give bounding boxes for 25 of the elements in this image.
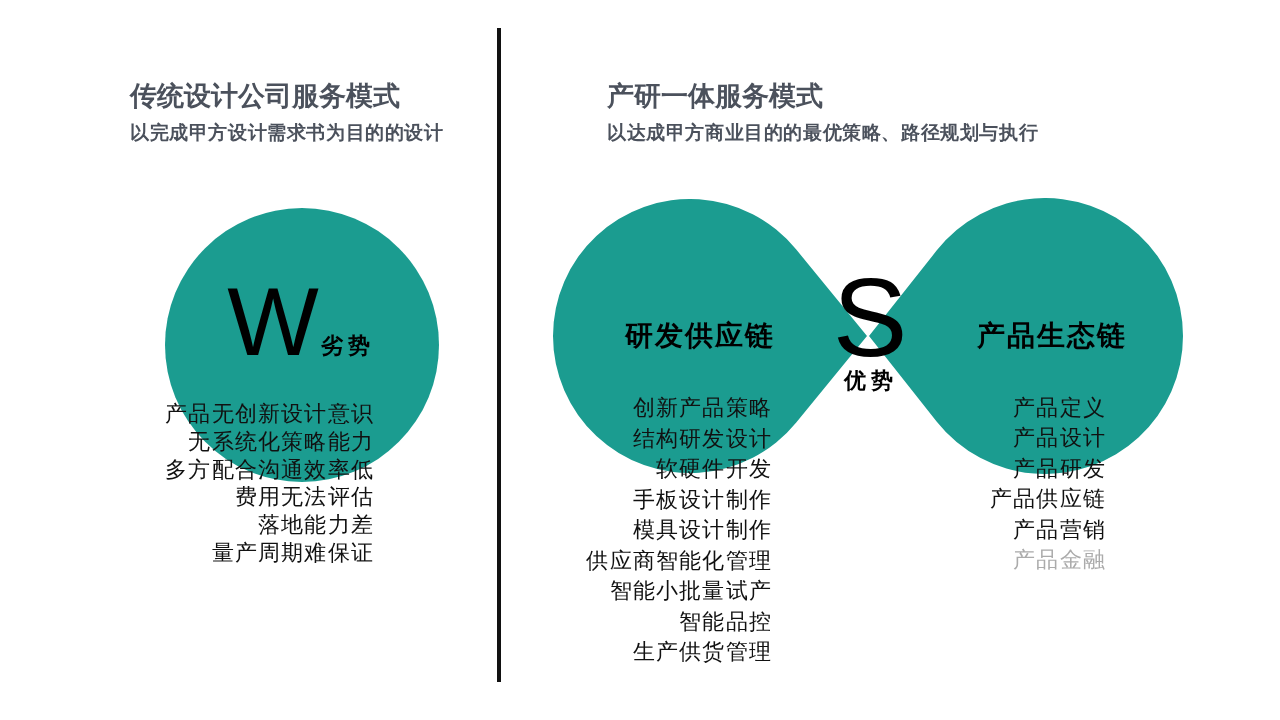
list-item: 手板设计制作 [632, 486, 772, 513]
section-title: 传统设计公司服务模式 [130, 79, 400, 113]
heading: 产品生态链 [977, 319, 1127, 353]
list-item: 智能小批量试产 [609, 577, 772, 605]
subheading: 劣势 [321, 332, 375, 360]
list-item: 创新产品策略 [632, 394, 772, 422]
section-subtitle: 以达成甲方商业目的的最优策略、路径规划与执行 [607, 120, 1039, 144]
big-letter: W [227, 272, 319, 370]
list-item: 供应商智能化管理 [586, 547, 772, 574]
list-item: 模具设计制作 [632, 516, 772, 544]
list-item: 量产周期难保证 [211, 539, 374, 567]
list-item: 产品营销 [1013, 516, 1106, 543]
list-item: 生产供货管理 [632, 638, 772, 666]
list-item: 落地能力差 [258, 512, 374, 539]
list-item: 结构研发设计 [632, 425, 772, 452]
list-item: 产品设计 [1013, 425, 1106, 452]
section-subtitle: 以完成甲方设计需求书为目的的设计 [130, 120, 444, 144]
list-item: 费用无法评估 [234, 484, 374, 511]
list-item: 产品定义 [1013, 394, 1106, 422]
list-item: 产品金融 [1013, 546, 1106, 574]
list-item: 产品无创新设计意识 [165, 400, 374, 428]
section-title: 产研一体服务模式 [607, 79, 823, 113]
list-item: 产品供应链 [990, 486, 1106, 513]
list-item: 智能品控 [679, 608, 772, 635]
heading: 研发供应链 [625, 319, 775, 353]
